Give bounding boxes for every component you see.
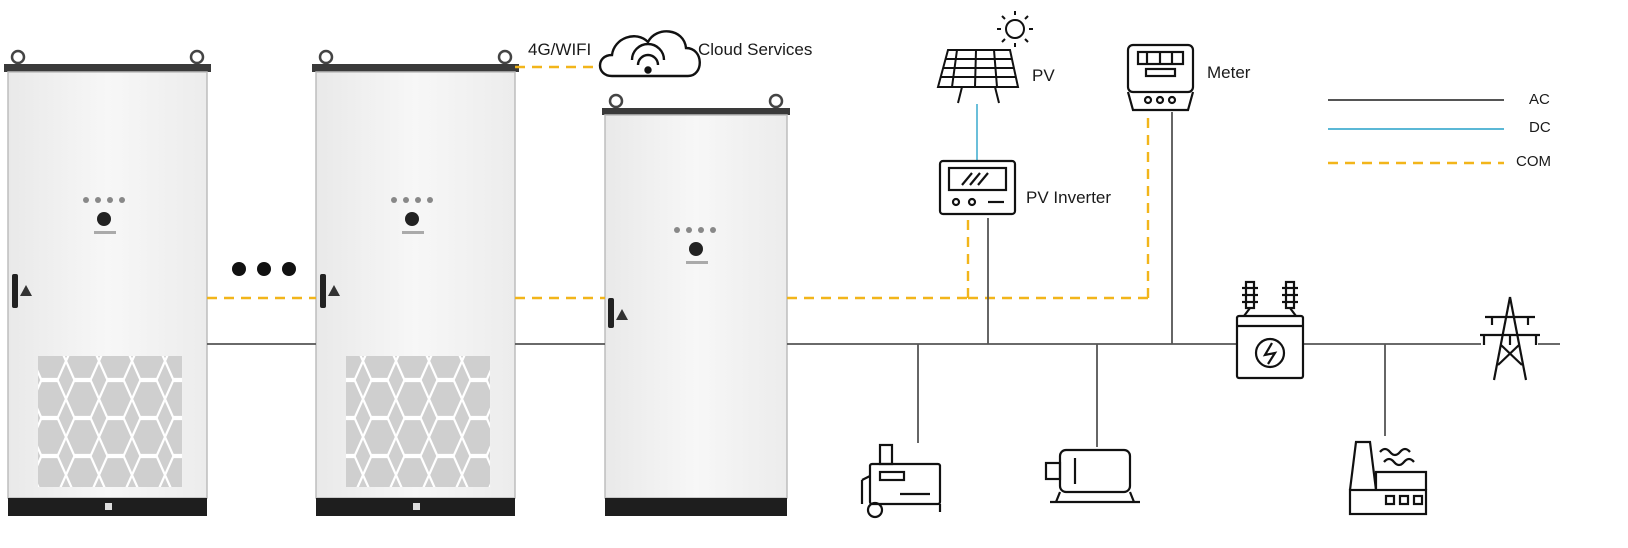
battery-cabinet-2 bbox=[312, 49, 519, 516]
pv-inverter-label: PV Inverter bbox=[1026, 188, 1112, 207]
cloud-wifi-icon bbox=[598, 30, 701, 78]
legend-dc-label: DC bbox=[1529, 119, 1551, 136]
motor-icon bbox=[1044, 448, 1140, 504]
meter-icon bbox=[1126, 43, 1195, 112]
battery-cabinet-1 bbox=[4, 49, 211, 516]
transmission-tower-icon bbox=[1480, 296, 1540, 381]
ellipsis-icon bbox=[232, 262, 296, 276]
inverter-icon bbox=[938, 159, 1017, 216]
factory-icon bbox=[1348, 440, 1428, 516]
meter-label: Meter bbox=[1207, 63, 1251, 82]
legend-com-label: COM bbox=[1516, 153, 1551, 170]
sun-icon bbox=[997, 11, 1033, 47]
legend-ac-label: AC bbox=[1529, 91, 1550, 108]
solar-panel-icon bbox=[936, 49, 1020, 104]
transformer-icon bbox=[1235, 280, 1305, 380]
com-lines bbox=[207, 65, 1150, 300]
link-label: 4G/WIFI bbox=[528, 40, 592, 59]
pcs-cabinet bbox=[602, 93, 790, 516]
ac-lines bbox=[207, 112, 1560, 447]
pv-label: PV bbox=[1032, 66, 1055, 85]
generator-icon bbox=[860, 443, 942, 519]
cloud-label: Cloud Services bbox=[698, 40, 813, 59]
legend bbox=[1328, 99, 1504, 165]
